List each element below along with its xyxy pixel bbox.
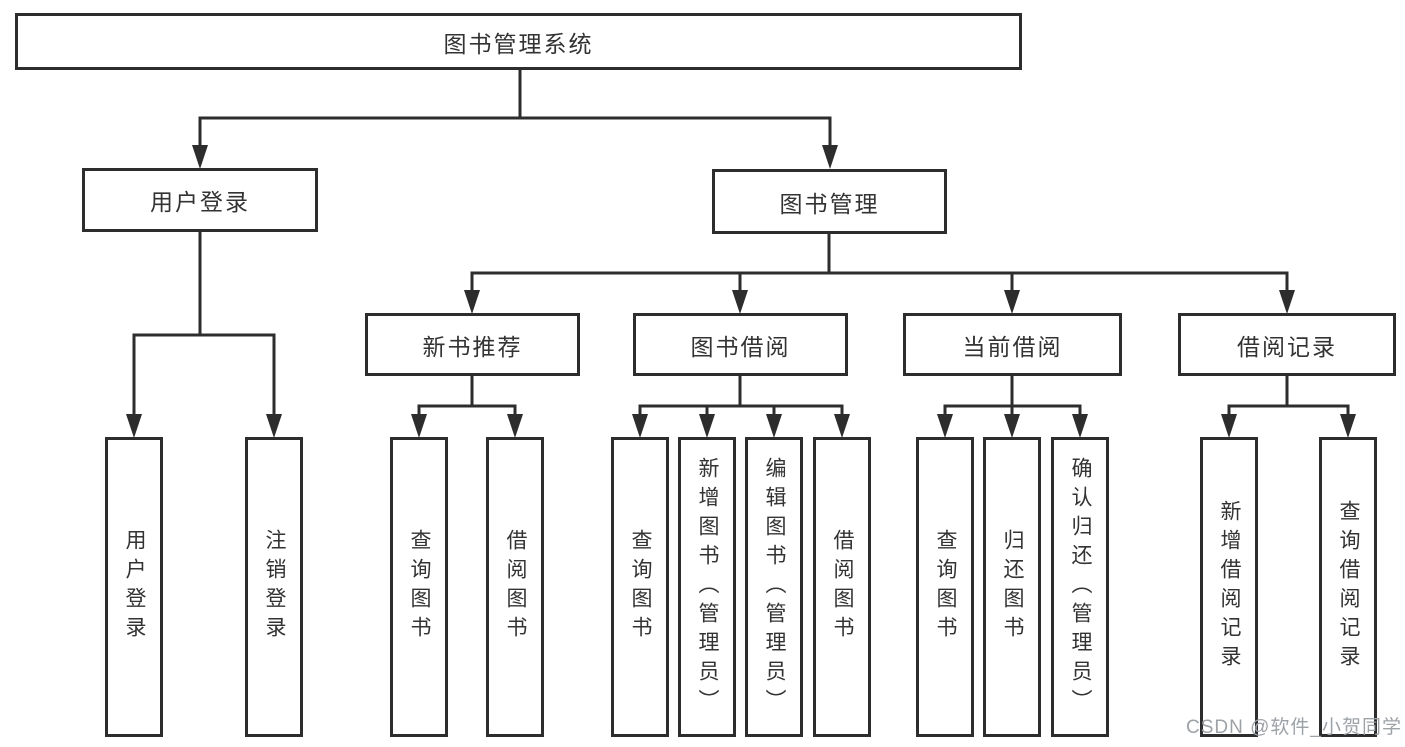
node-new-book-recommend: 新书推荐 (365, 313, 580, 376)
leaf-query-books-borrow: 查询图书 (611, 437, 669, 737)
arrow-down-icon (1279, 290, 1295, 314)
arrow-down-icon (1072, 414, 1088, 438)
node-current-borrowing: 当前借阅 (903, 313, 1122, 376)
arrow-down-icon (464, 290, 480, 314)
connector-book-mgmt-rail (470, 232, 1289, 293)
arrow-down-icon (1004, 414, 1020, 438)
arrow-down-icon (822, 145, 838, 169)
node-library-system: 图书管理系统 (15, 13, 1022, 70)
connector-book-borrow-rail (638, 374, 844, 417)
leaf-borrow-books-recommend: 借阅图书 (486, 437, 544, 737)
leaf-edit-book-admin: 编辑图书（管理员） (745, 437, 803, 737)
leaf-add-book-admin: 新增图书（管理员） (678, 437, 736, 737)
connector-current-borrow-rail (943, 374, 1082, 417)
arrow-down-icon (266, 414, 282, 438)
leaf-logout: 注销登录 (245, 437, 303, 737)
arrow-down-icon (411, 414, 427, 438)
arrow-down-icon (632, 414, 648, 438)
arrow-down-icon (192, 145, 208, 169)
arrow-down-icon (1004, 290, 1020, 314)
leaf-confirm-return-admin: 确认归还（管理员） (1051, 437, 1109, 737)
leaf-query-books-current: 查询图书 (916, 437, 974, 737)
connector-borrow-record-rail (1227, 374, 1350, 417)
leaf-query-books-recommend: 查询图书 (390, 437, 448, 737)
arrow-down-icon (834, 414, 850, 438)
csdn-watermark: CSDN @软件_小贺同学 (1186, 717, 1402, 738)
connector-new-book-rail (417, 374, 517, 417)
arrow-down-icon (507, 414, 523, 438)
arrow-down-icon (937, 414, 953, 438)
connector-root-rail (198, 68, 832, 148)
leaf-user-login: 用户登录 (105, 437, 163, 737)
connector-user-login-rail (132, 230, 276, 417)
arrow-down-icon (699, 414, 715, 438)
arrow-down-icon (126, 414, 142, 438)
leaf-return-book: 归还图书 (983, 437, 1041, 737)
node-user-login: 用户登录 (82, 168, 318, 232)
node-book-management: 图书管理 (712, 169, 947, 234)
arrow-down-icon (766, 414, 782, 438)
leaf-query-borrow-record: 查询借阅记录 (1319, 437, 1377, 737)
arrow-down-icon (1221, 414, 1237, 438)
leaf-add-borrow-record: 新增借阅记录 (1200, 437, 1258, 737)
node-book-borrowing: 图书借阅 (633, 313, 848, 376)
arrow-down-icon (1340, 414, 1356, 438)
leaf-borrow-books: 借阅图书 (813, 437, 871, 737)
node-borrowing-records: 借阅记录 (1178, 313, 1396, 376)
arrow-down-icon (732, 290, 748, 314)
